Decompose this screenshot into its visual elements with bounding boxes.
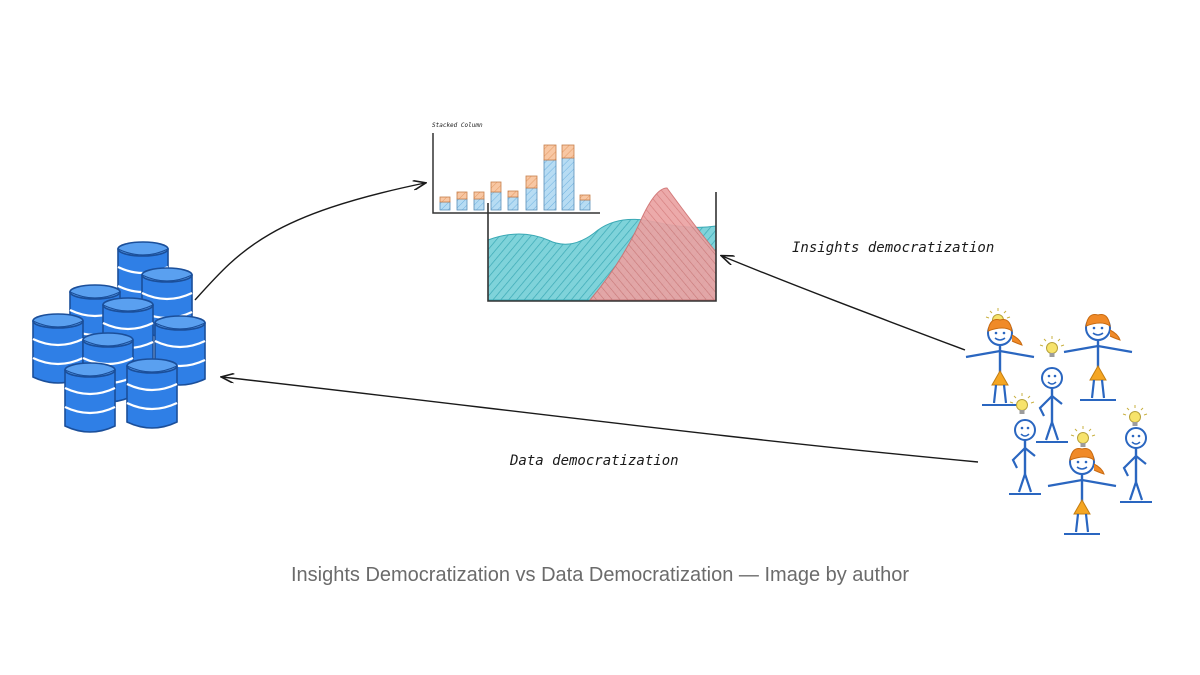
person-icon	[1007, 418, 1043, 496]
area-chart-frame	[487, 192, 717, 302]
person-icon	[1046, 447, 1118, 536]
arrow-data-democratization	[222, 377, 979, 463]
chart-bar-blue	[473, 198, 485, 211]
chart-bar-blue	[579, 199, 591, 211]
lightbulb-icon	[1039, 335, 1065, 358]
database-stack	[31, 240, 207, 434]
chart-bar-orange	[507, 190, 519, 198]
chart-bar-orange	[543, 144, 557, 161]
mini-chart-axis	[432, 133, 600, 214]
chart-bar-orange	[473, 191, 485, 200]
area-chart	[487, 187, 717, 302]
person-icon	[964, 318, 1036, 407]
database-icon	[125, 357, 179, 430]
chart-bar-orange	[525, 175, 538, 189]
person-icon	[1034, 366, 1070, 444]
chart-bar-blue	[525, 187, 538, 211]
chart-bar-orange	[579, 194, 591, 201]
database-icon	[63, 361, 117, 434]
lightbulb-icon	[1009, 392, 1035, 415]
lightbulb-icon	[1122, 404, 1148, 427]
person-icon	[1062, 313, 1134, 402]
mini-chart-title: Stacked Column	[432, 122, 483, 129]
chart-bar-blue	[507, 196, 519, 211]
person-icon	[1118, 426, 1154, 504]
arrow-db-to-charts	[194, 183, 425, 301]
chart-bar-blue	[561, 157, 575, 211]
stacked-column-chart: Stacked Column	[432, 122, 600, 214]
mini-chart-bars	[439, 144, 591, 211]
figure-caption: Insights Democratization vs Data Democra…	[290, 564, 910, 586]
chart-bar-orange	[439, 196, 451, 203]
chart-bar-blue	[439, 201, 451, 211]
lightbulb-icon	[1070, 425, 1096, 448]
chart-bar-blue	[490, 191, 502, 211]
chart-bar-orange	[561, 144, 575, 159]
area-red	[588, 187, 717, 301]
chart-bar-orange	[490, 181, 502, 193]
chart-bar-blue	[456, 198, 468, 211]
insights-democratization-label: Insights democratization	[792, 240, 994, 256]
chart-bar-blue	[543, 159, 557, 211]
arrow-insights-democratization	[722, 256, 966, 351]
people-group	[964, 307, 1154, 536]
data-democratization-label: Data democratization	[509, 453, 679, 469]
chart-bar-orange	[456, 191, 468, 200]
